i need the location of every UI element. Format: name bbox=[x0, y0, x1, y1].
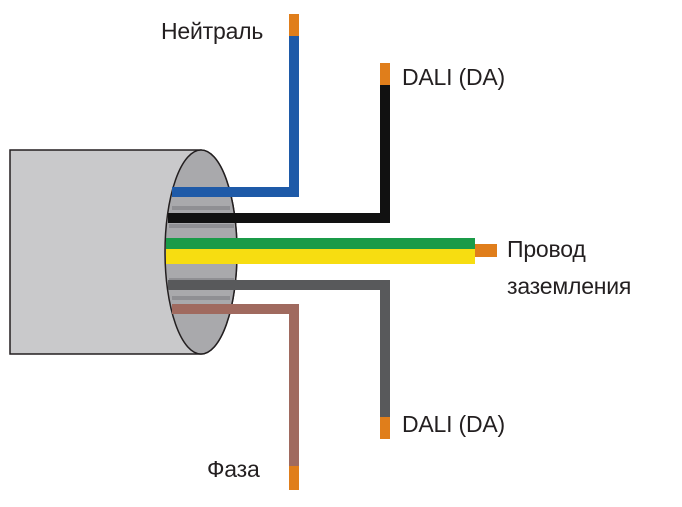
ground-label-line2: заземления bbox=[507, 273, 632, 299]
neutral-wire-tip bbox=[289, 14, 299, 36]
ground-wire-yellow bbox=[166, 249, 475, 264]
dali-top-wire bbox=[168, 84, 390, 223]
ground-label-line1: Провод bbox=[507, 236, 586, 262]
dali-bottom-wire-tip bbox=[380, 417, 390, 439]
neutral-wire bbox=[172, 35, 299, 197]
dali-bottom-wire bbox=[168, 280, 390, 418]
dali-bottom-label: DALI (DA) bbox=[402, 411, 505, 437]
dali-top-label: DALI (DA) bbox=[402, 64, 505, 90]
ground-wire-green bbox=[166, 238, 475, 249]
ground-wire-tip bbox=[475, 244, 497, 257]
neutral-label: Нейтраль bbox=[161, 18, 264, 44]
phase-wire-tip bbox=[289, 466, 299, 490]
phase-label: Фаза bbox=[207, 456, 260, 482]
dali-top-wire-tip bbox=[380, 63, 390, 85]
phase-wire bbox=[172, 304, 299, 467]
